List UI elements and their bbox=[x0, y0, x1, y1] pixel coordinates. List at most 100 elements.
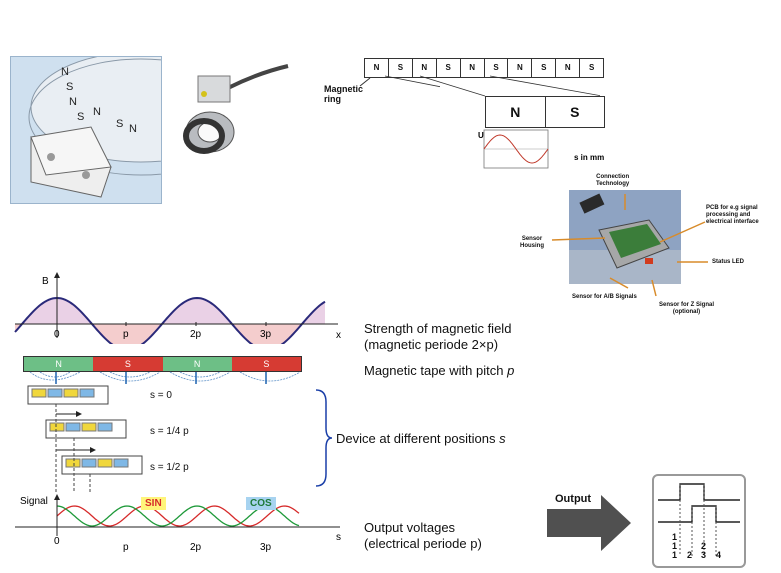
zoom-north-cell: N bbox=[486, 97, 546, 127]
magnetic-ring-label-line: Magnetic bbox=[324, 84, 364, 94]
positions-brace bbox=[315, 389, 332, 487]
field-tick-label: 2p bbox=[190, 329, 202, 340]
field-b-label: B bbox=[42, 276, 49, 287]
photo-ring-letter: S bbox=[77, 111, 84, 123]
sin-badge: SIN bbox=[141, 497, 166, 510]
ring-sine-curve bbox=[483, 134, 549, 164]
quadrature-output-box: 1 1 1 2 2 3 4 bbox=[652, 474, 746, 568]
position-label-s12: s = 1/2 p bbox=[150, 462, 189, 473]
ring-sensor-drawing: N S N S N S N bbox=[11, 57, 161, 203]
ring-cell: S bbox=[437, 59, 461, 77]
device-s12 bbox=[56, 447, 143, 475]
ring-cell: N bbox=[556, 59, 581, 77]
callout-line: electrical interface bbox=[706, 219, 759, 225]
photo-ring-letter: N bbox=[61, 66, 69, 78]
ab-signals-label: Sensor for A/B Signals bbox=[572, 294, 637, 300]
ring-zoom-lines-right bbox=[419, 75, 600, 97]
photo-ring-letter: S bbox=[66, 81, 73, 93]
magnetic-ring-label-line: ring bbox=[324, 94, 341, 104]
sensor-callout-lines bbox=[551, 194, 708, 297]
signal-caption: Output voltages (electrical periode p) bbox=[364, 520, 482, 552]
field-x-label: x bbox=[336, 330, 341, 341]
connection-technology-label: Connection Technology bbox=[596, 174, 629, 188]
field-positive-fill bbox=[15, 298, 325, 324]
ring-cell: S bbox=[389, 59, 413, 77]
status-led-label: Status LED bbox=[712, 259, 745, 265]
field-curve bbox=[14, 296, 326, 344]
output-digit: 4 bbox=[716, 550, 722, 560]
signal-tick-label: 2p bbox=[190, 542, 202, 552]
ring-cell: N bbox=[365, 59, 389, 77]
positions-caption-var: s bbox=[499, 431, 506, 446]
quadrature-waveform bbox=[658, 483, 740, 556]
tape-pole-south: S bbox=[93, 357, 163, 371]
photo-ring-letter: S bbox=[116, 118, 123, 130]
sensor-housing-label: Sensor Housing bbox=[520, 236, 544, 250]
ring-cell: N bbox=[461, 59, 485, 77]
signal-tick-label: 3p bbox=[260, 542, 272, 552]
signal-label: Signal bbox=[20, 496, 48, 507]
tape-caption: Magnetic tape with pitch p bbox=[364, 363, 514, 378]
output-signal-plot: Signal s 0 p 2p 3p bbox=[15, 494, 341, 552]
field-caption-line: Strength of magnetic field bbox=[364, 321, 512, 336]
pcb-label: PCB for e.g signal processing and electr… bbox=[706, 205, 759, 226]
ring-cell: N bbox=[413, 59, 437, 77]
signal-caption-line: (electrical periode p) bbox=[364, 536, 482, 551]
magnetic-ring-label: Magnetic ring bbox=[324, 84, 363, 104]
ring-cell: N bbox=[508, 59, 533, 77]
z-signal-label: Sensor for Z Signal (optional) bbox=[659, 302, 714, 316]
encoder-product-photo bbox=[183, 64, 289, 154]
field-tick-label: 3p bbox=[260, 329, 272, 340]
cos-badge: COS bbox=[246, 497, 276, 510]
callout-line: Sensor bbox=[521, 236, 543, 242]
signal-caption-line: Output voltages bbox=[364, 520, 456, 535]
callout-line: processing and bbox=[706, 212, 751, 218]
positions-caption-text: Device at different positions bbox=[336, 431, 500, 446]
signal-tick-label: 0 bbox=[54, 536, 60, 547]
signal-tick-label: p bbox=[123, 542, 129, 552]
sensor-internals-photo bbox=[569, 190, 681, 284]
ring-cell: S bbox=[532, 59, 557, 77]
callout-line: Housing bbox=[520, 243, 544, 249]
field-tick-label: 0 bbox=[54, 329, 60, 340]
ring-zoom-box: N S bbox=[485, 96, 605, 128]
callout-line: Connection bbox=[596, 174, 630, 180]
s-in-mm-label: s in mm bbox=[574, 153, 604, 162]
photo-ring-letter: N bbox=[69, 96, 77, 108]
device-s14 bbox=[45, 411, 127, 439]
position-label-s0: s = 0 bbox=[150, 390, 172, 401]
tape-field-arrows bbox=[29, 371, 301, 384]
tape-caption-text: Magnetic tape with pitch bbox=[364, 363, 508, 378]
callout-line: (optional) bbox=[672, 309, 701, 315]
positions-caption: Device at different positions s bbox=[336, 431, 506, 446]
signal-s-label: s bbox=[336, 532, 341, 543]
magnetic-tape: N S N S bbox=[23, 356, 302, 372]
tape-caption-var: p bbox=[507, 363, 515, 378]
ring-cell: S bbox=[485, 59, 509, 77]
callout-line: Technology bbox=[596, 181, 630, 187]
output-digit: 2 bbox=[687, 550, 693, 560]
tape-pole-north: N bbox=[24, 357, 94, 371]
output-digit: 3 bbox=[701, 550, 707, 560]
ring-sensor-photo: N S N S N S N bbox=[10, 56, 162, 204]
magnetic-ring-strip: N S N S N S N S N S bbox=[364, 58, 604, 78]
tape-pole-north: N bbox=[162, 357, 232, 371]
callout-line: PCB for e.g signal bbox=[706, 205, 758, 211]
output-label: Output bbox=[555, 493, 592, 505]
magnetic-field-plot: B x 0 p 2p 3p bbox=[14, 272, 341, 344]
position-label-s14: s = 1/4 p bbox=[150, 426, 189, 437]
u-label: U bbox=[478, 131, 484, 140]
field-caption: Strength of magnetic field (magnetic per… bbox=[364, 321, 511, 353]
output-digit: 1 bbox=[672, 532, 678, 542]
photo-ring-letter: N bbox=[129, 123, 137, 135]
sin-curve bbox=[56, 505, 300, 527]
output-digit: 1 bbox=[672, 541, 678, 551]
ring-sine-plot: U s in mm bbox=[478, 129, 604, 169]
zoom-south-cell: S bbox=[570, 104, 580, 120]
field-tick-label: p bbox=[123, 329, 129, 340]
ring-cell: S bbox=[588, 63, 595, 72]
field-negative-fill bbox=[15, 324, 325, 344]
device-position-drawings bbox=[27, 385, 143, 492]
photo-ring-letter: N bbox=[93, 106, 101, 118]
callout-line: Sensor for Z Signal bbox=[659, 302, 715, 308]
